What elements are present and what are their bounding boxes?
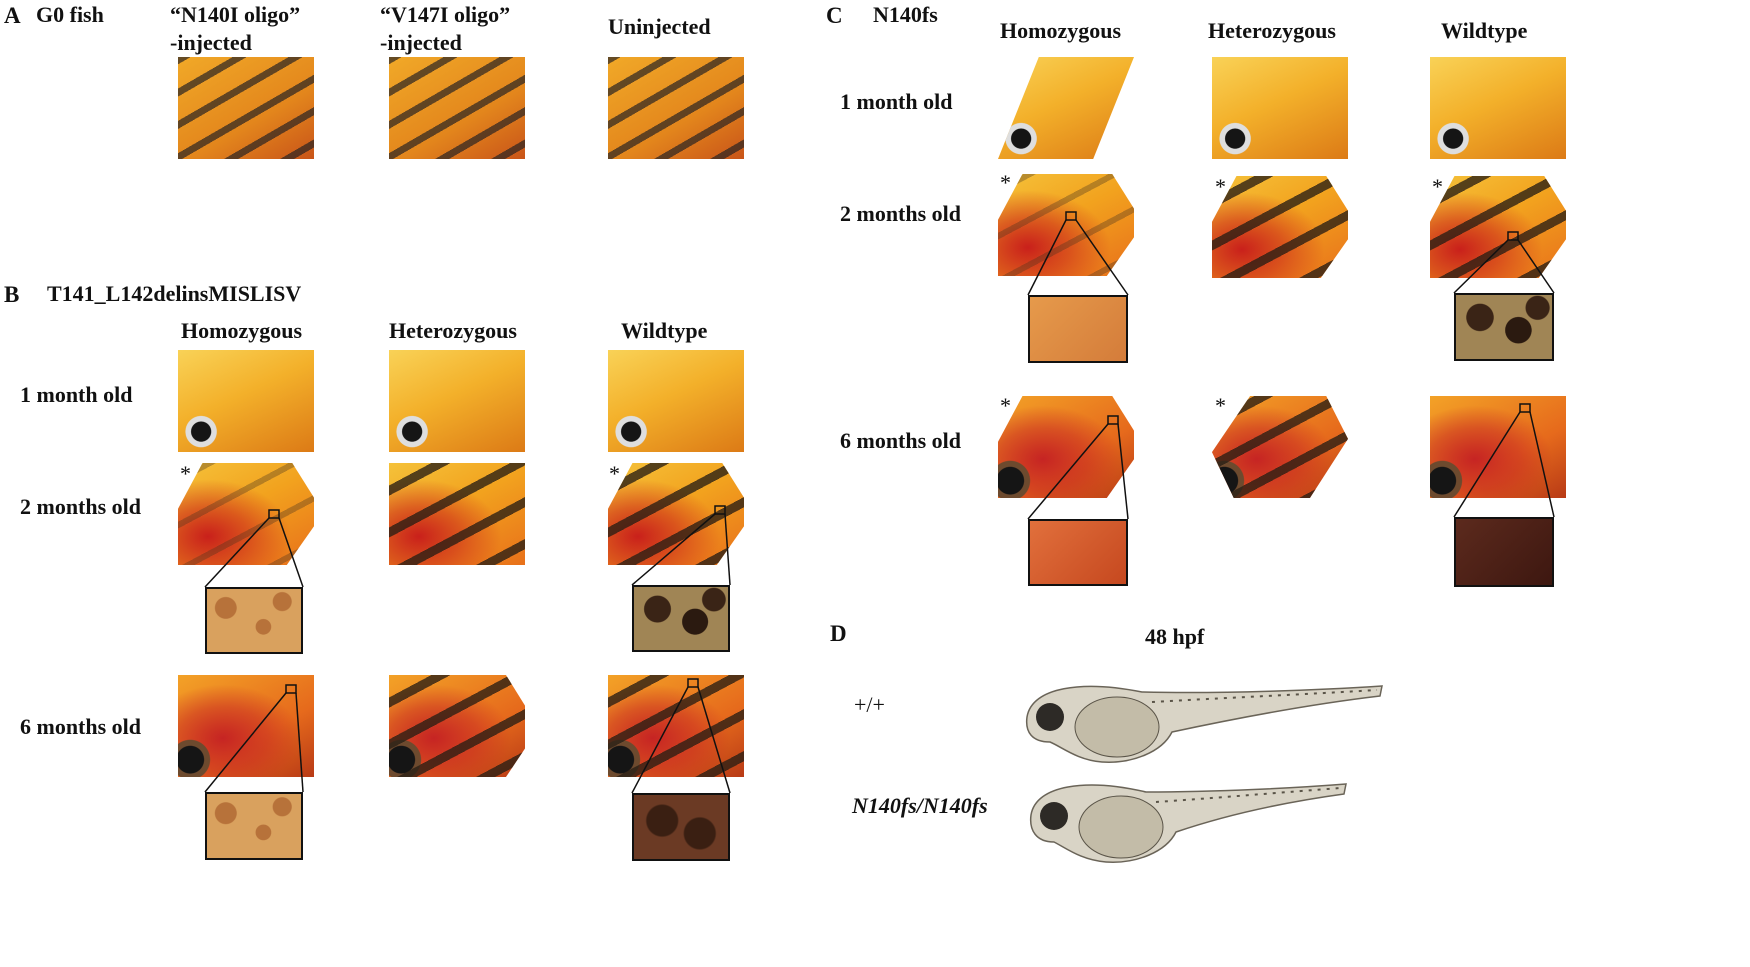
c-hetero-2m-asterisk: *: [1215, 174, 1226, 199]
b-hetero-6m-fish-photo: [389, 675, 525, 777]
embryo-wildtype-photo: [1025, 685, 1383, 763]
panel-b-row-6-months: 6 months old: [20, 714, 142, 739]
panel-c-letter: C: [826, 3, 843, 28]
b-homo-2m-fish-photo: [178, 463, 314, 565]
c-wt-2m-zoom-inset: [1454, 293, 1554, 361]
panel-c-col-wildtype: Wildtype: [1441, 18, 1528, 43]
b-homo-1m-fish-photo: [178, 350, 314, 452]
panel-b-col-heterozygous: Heterozygous: [389, 318, 517, 343]
b-wt-6m-fish-photo: [608, 675, 744, 777]
b-homo-2m-zoom-inset: [205, 587, 303, 654]
b-hetero-2m-fish-photo: [389, 463, 525, 565]
panel-c-row-2-months: 2 months old: [840, 201, 962, 226]
c-wt-2m-asterisk: *: [1432, 174, 1443, 199]
panel-d-row-wildtype: +/+: [854, 692, 885, 717]
panel-a-col3: Uninjected: [608, 14, 711, 39]
b-wt-1m-fish-photo: [608, 350, 744, 452]
panel-b-row-2-months: 2 months old: [20, 494, 142, 519]
embryo-mutant-photo: [1029, 783, 1347, 863]
c-homo-2m-zoom-inset: [1028, 295, 1128, 363]
panel-d-letter: D: [830, 621, 847, 646]
panel-c-title: N140fs: [873, 2, 938, 27]
c-hetero-6m-asterisk: *: [1215, 393, 1226, 418]
b-hetero-1m-fish-photo: [389, 350, 525, 452]
panel-a-letter: A: [4, 3, 21, 28]
panel-c-col-homozygous: Homozygous: [1000, 18, 1121, 43]
g0-uninjected-fish-photo: [608, 57, 744, 159]
c-wt-2m-fish-photo: [1430, 176, 1566, 278]
b-wt-6m-zoom-inset: [632, 793, 730, 861]
panel-a-col1-line2: -injected: [170, 30, 252, 55]
g0-n140i-fish-photo: [178, 57, 314, 159]
b-homo-6m-fish-photo: [178, 675, 314, 777]
b-homo-2m-asterisk: *: [180, 461, 191, 486]
b-homo-6m-zoom-inset: [205, 792, 303, 860]
panel-d-title: 48 hpf: [1145, 624, 1205, 649]
panel-d-row-mutant: N140fs/N140fs: [852, 793, 988, 818]
c-wt-6m-zoom-inset: [1454, 517, 1554, 587]
c-homo-6m-fish-photo: [998, 396, 1134, 498]
panel-b-letter: B: [4, 282, 20, 307]
panel-a-col1-line1: “N140I oligo”: [170, 2, 301, 27]
b-wt-2m-zoom-inset: [632, 585, 730, 652]
c-homo-6m-asterisk: *: [1000, 393, 1011, 418]
g0-v147i-fish-photo: [389, 57, 525, 159]
panel-b-row-1-month: 1 month old: [20, 382, 133, 407]
c-homo-2m-fish-photo: [998, 174, 1134, 276]
c-homo-6m-zoom-inset: [1028, 519, 1128, 586]
c-hetero-2m-fish-photo: [1212, 176, 1348, 278]
b-wt-2m-asterisk: *: [609, 461, 620, 486]
c-hetero-1m-fish-photo: [1212, 57, 1348, 159]
panel-c-col-heterozygous: Heterozygous: [1208, 18, 1336, 43]
panel-a-col2-line1: “V147I oligo”: [380, 2, 511, 27]
c-homo-2m-asterisk: *: [1000, 170, 1011, 195]
panel-c-row-1-month: 1 month old: [840, 89, 953, 114]
panel-b-col-wildtype: Wildtype: [621, 318, 708, 343]
panel-c-row-6-months: 6 months old: [840, 428, 962, 453]
panel-b-title: T141_L142delinsMISLISV: [47, 281, 302, 306]
panel-a-col2-line2: -injected: [380, 30, 462, 55]
c-wt-1m-fish-photo: [1430, 57, 1566, 159]
panel-a-title: G0 fish: [36, 2, 104, 27]
panel-b-col-homozygous: Homozygous: [181, 318, 302, 343]
